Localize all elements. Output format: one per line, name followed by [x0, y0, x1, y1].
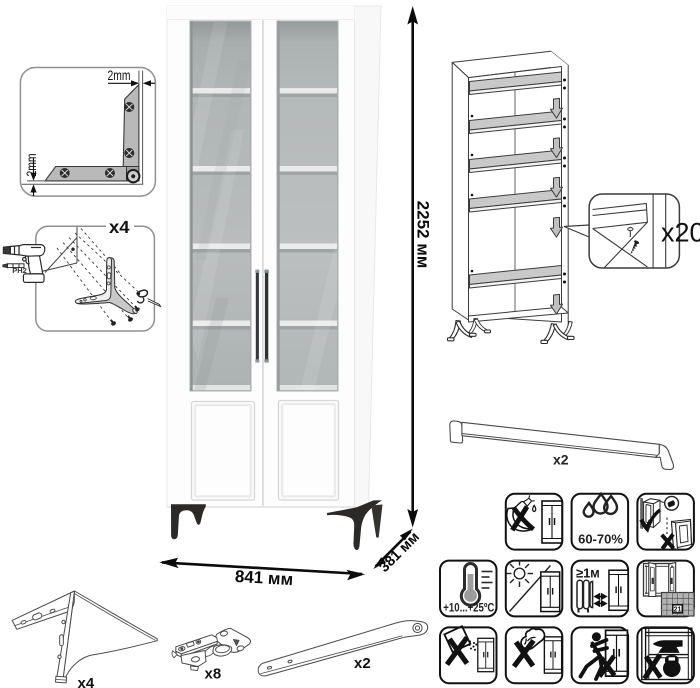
svg-text:60-70%: 60-70%: [578, 532, 623, 547]
svg-text:841 мм: 841 мм: [234, 567, 293, 589]
svg-text:≥1M: ≥1M: [576, 566, 600, 581]
svg-text:x8: x8: [205, 666, 222, 683]
svg-text:21: 21: [674, 607, 682, 614]
svg-text:PH2: PH2: [12, 266, 27, 275]
svg-text:2mm: 2mm: [24, 154, 39, 177]
svg-text:x2: x2: [354, 655, 371, 672]
svg-text:x4: x4: [78, 675, 95, 688]
svg-text:x20: x20: [661, 218, 700, 248]
svg-text:381 мм: 381 мм: [376, 529, 422, 575]
svg-text:+10...+25ºC: +10...+25ºC: [443, 601, 494, 615]
svg-text:x2: x2: [553, 452, 569, 468]
svg-text:x4: x4: [109, 217, 130, 237]
svg-text:2252 мм: 2252 мм: [414, 201, 433, 269]
svg-text:2mm: 2mm: [108, 68, 131, 83]
